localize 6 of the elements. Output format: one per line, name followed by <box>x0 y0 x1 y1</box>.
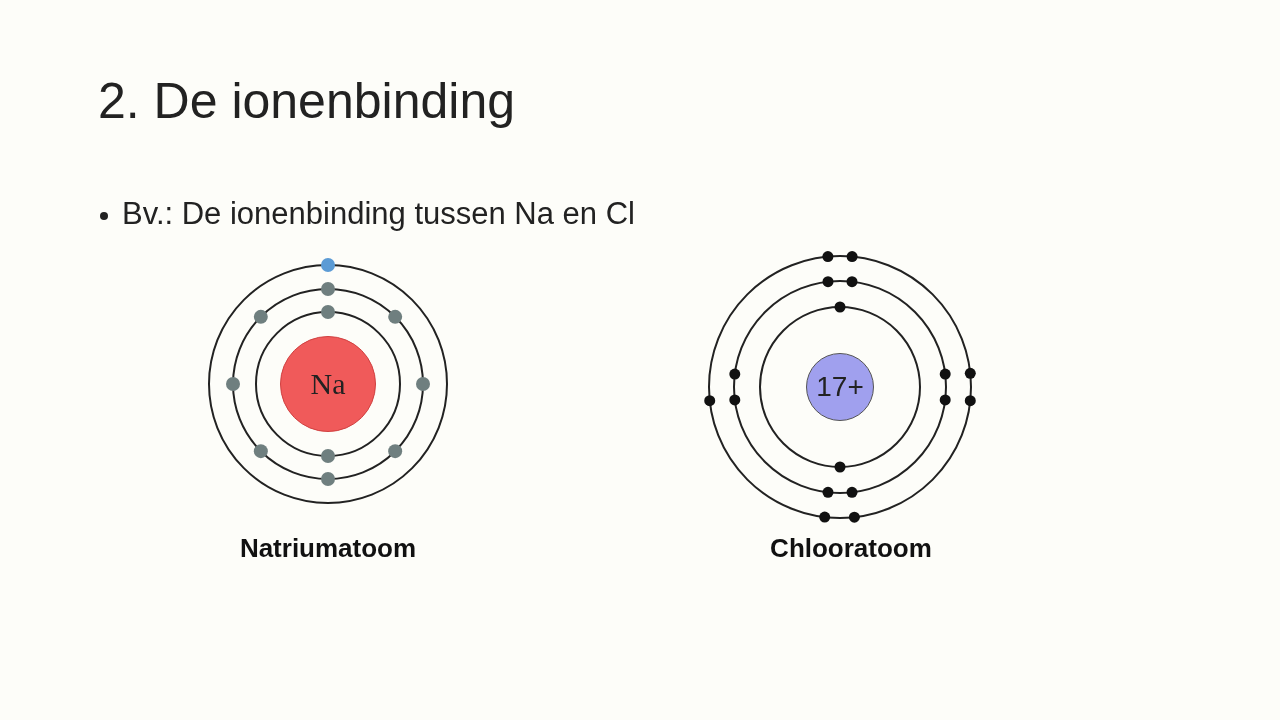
bullet-text: Bv.: De ionenbinding tussen Na en Cl <box>122 196 635 232</box>
nucleus-label: 17+ <box>816 371 864 403</box>
slide-title: 2. De ionenbinding <box>98 72 515 130</box>
atom-caption: Natriumatoom <box>238 533 418 564</box>
nucleus-label: Na <box>310 367 346 401</box>
atom-caption: Chlooratoom <box>769 533 933 564</box>
